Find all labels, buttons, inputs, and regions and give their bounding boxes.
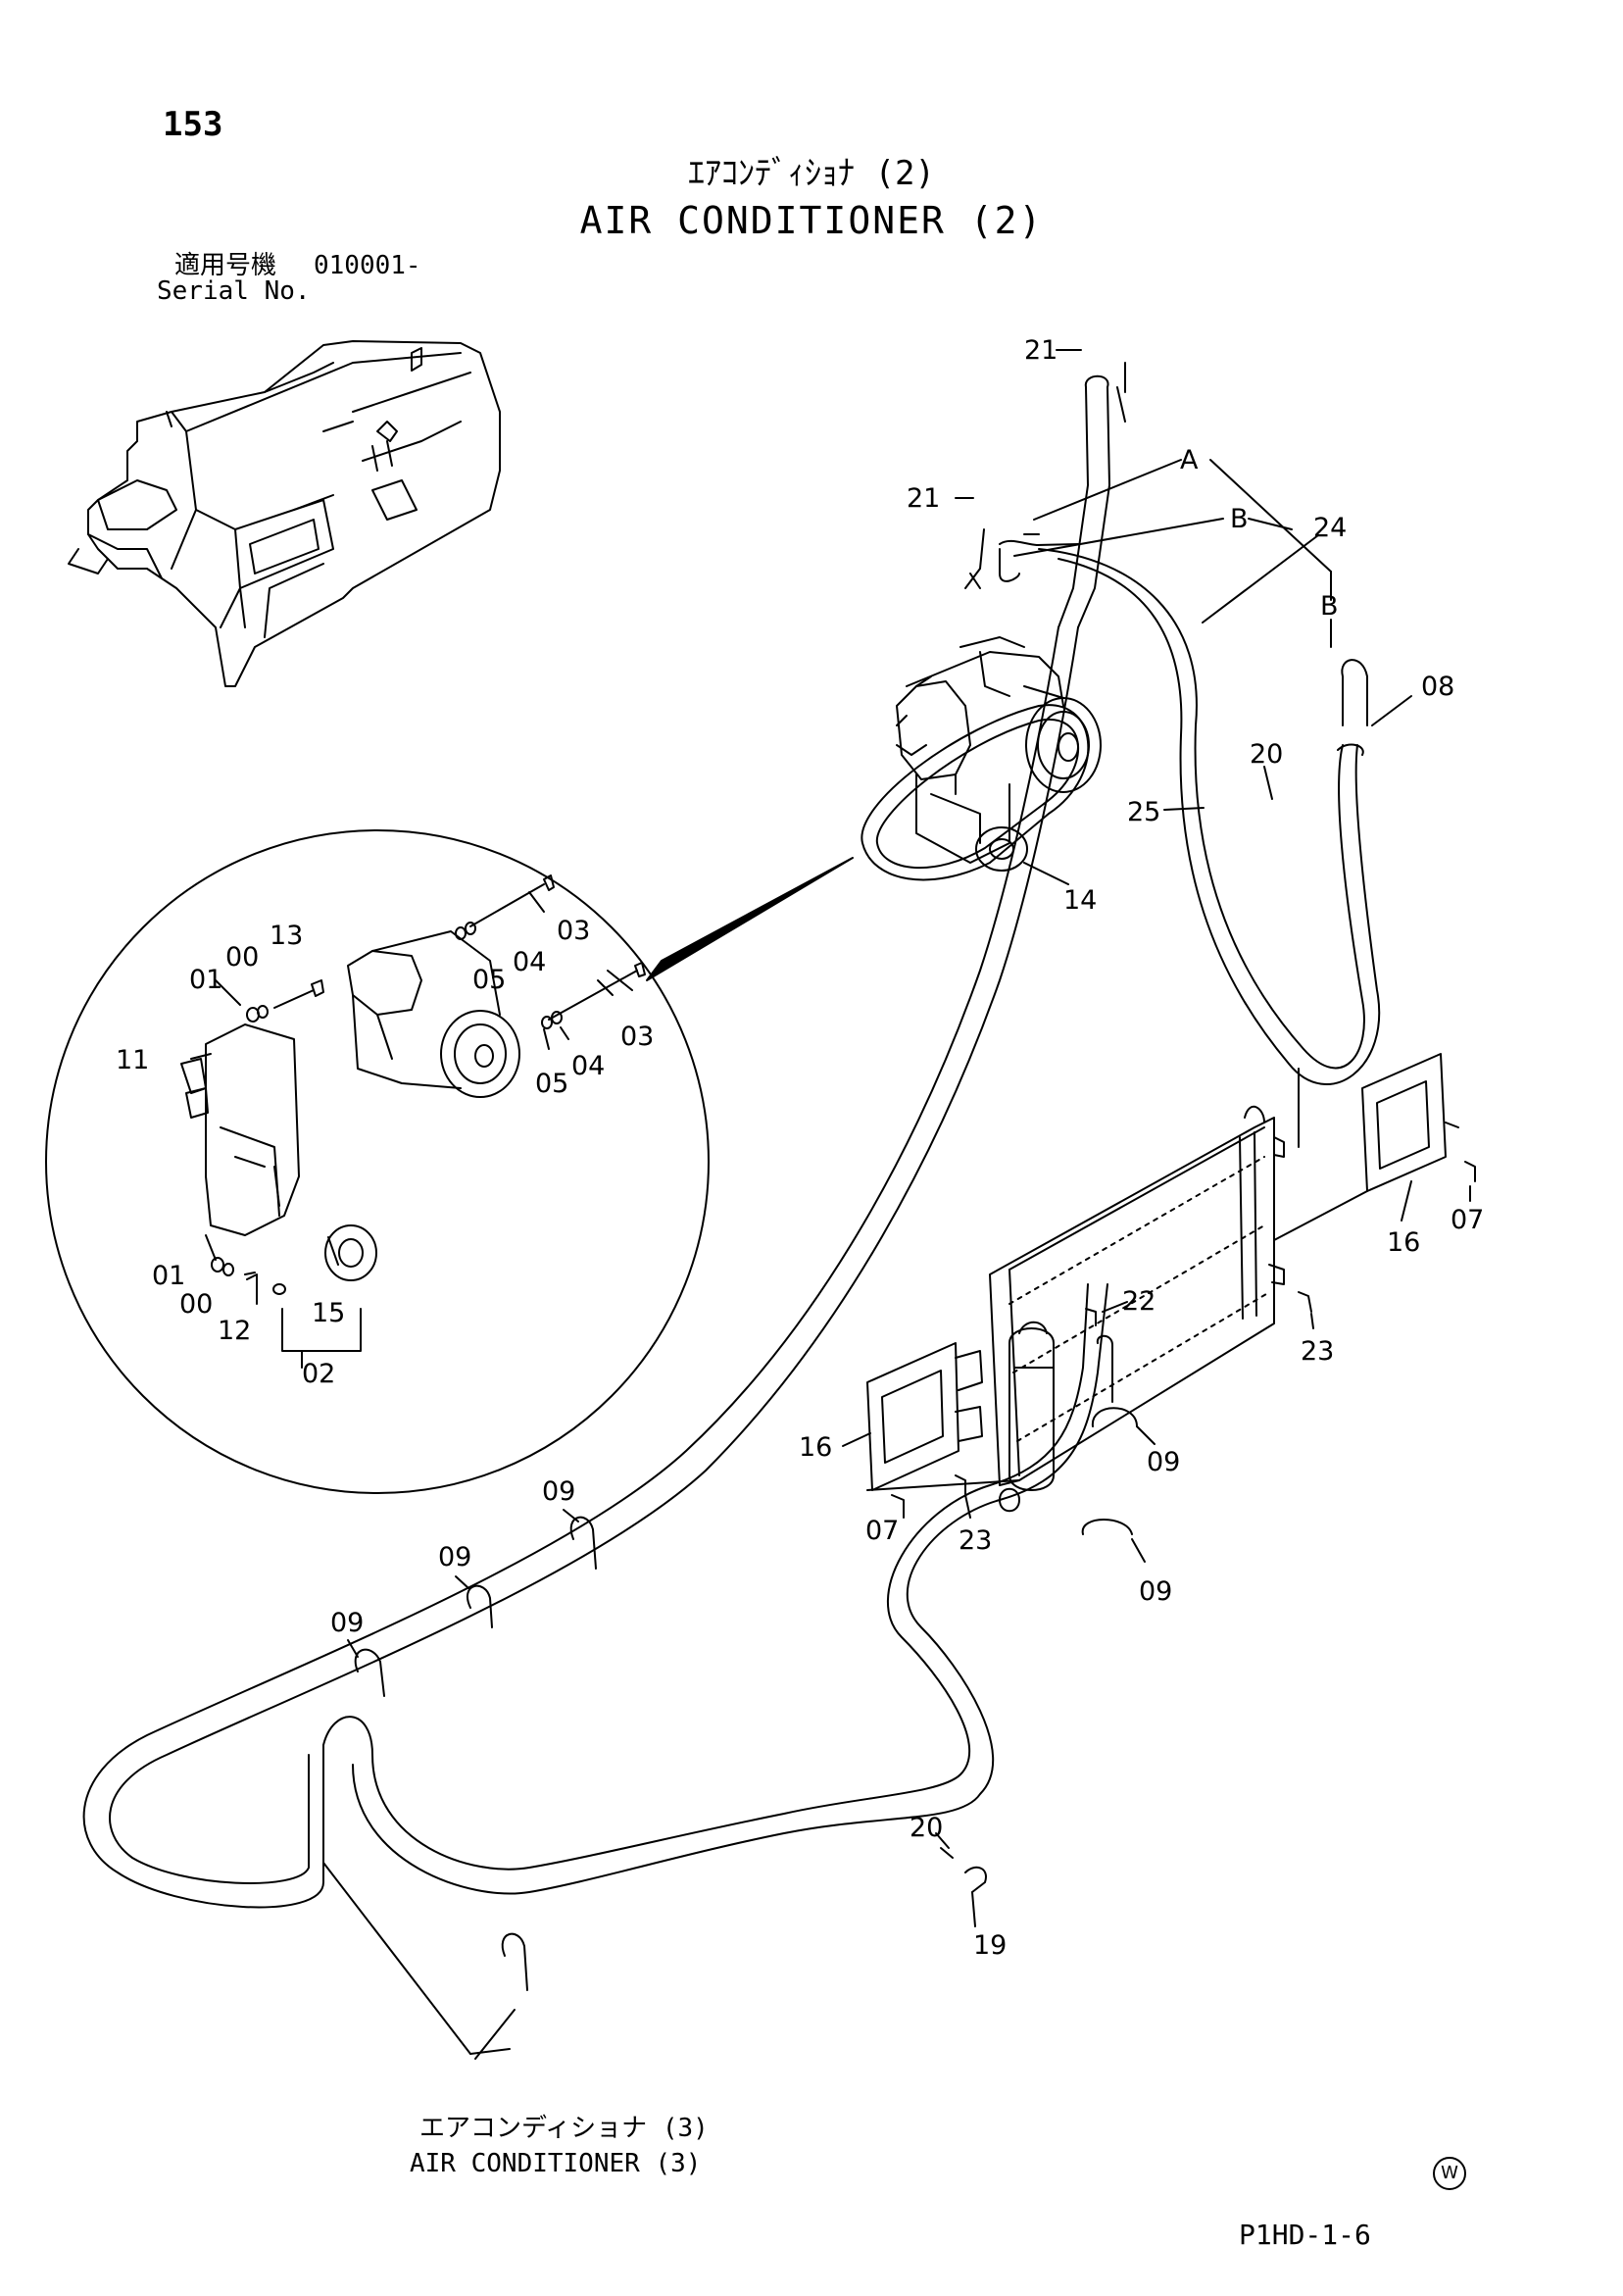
callout-23: 23 [1301, 1336, 1334, 1367]
discharge-pipe [964, 528, 1079, 589]
callout-09: 09 [542, 1476, 575, 1507]
callout-21: 21 [1024, 335, 1057, 366]
callout-03: 03 [557, 916, 590, 946]
serial-label: Serial No. [157, 276, 311, 306]
callout-04: 04 [571, 1051, 605, 1081]
callout-01: 01 [152, 1261, 185, 1291]
callout-25: 25 [1127, 797, 1160, 827]
reference-label-japanese: エアコンディショナ (3) [419, 2114, 709, 2143]
callout-02: 02 [302, 1359, 335, 1389]
machine-overview-illustration [68, 340, 501, 687]
callout-05: 05 [535, 1069, 568, 1099]
callout-07: 07 [1451, 1205, 1484, 1235]
callout-09: 09 [330, 1608, 364, 1638]
page-number: 153 [163, 105, 223, 144]
callout-14: 14 [1063, 885, 1097, 916]
callout-12: 12 [218, 1316, 251, 1346]
refrigerant-hose-lower [82, 626, 1108, 1909]
serial-number-value: 010001- [314, 251, 421, 280]
callout-09: 09 [438, 1542, 471, 1572]
callout-16: 16 [1387, 1227, 1420, 1258]
reference-label: AIR CONDITIONER (3) [410, 2149, 702, 2178]
page-title: AIR CONDITIONER (2) [579, 199, 1044, 242]
callout-A: A [1180, 445, 1199, 475]
callout-00: 00 [225, 942, 259, 973]
callout-labels: 21 21 A B 24 B 08 20 25 14 13 00 01 03 0… [116, 335, 1484, 1961]
callout-05: 05 [472, 965, 506, 995]
hose-clamps [354, 1407, 1138, 1991]
page-title-japanese: ｴｱｺﾝﾃﾞｨｼｮﾅ (2) [688, 154, 935, 193]
hose-24 [1038, 548, 1380, 1148]
callout-15: 15 [312, 1298, 345, 1328]
callout-09: 09 [1139, 1576, 1172, 1607]
callout-00: 00 [179, 1289, 213, 1320]
callout-B: B [1320, 591, 1339, 622]
drawing-code: P1HD-1-6 [1239, 2219, 1371, 2251]
callout-08: 08 [1421, 672, 1454, 702]
serial-label-japanese: 適用号機 [174, 251, 277, 280]
compressor-assembly [861, 636, 1102, 881]
callout-13: 13 [270, 921, 303, 951]
callout-20: 20 [1250, 739, 1283, 770]
callout-24: 24 [1313, 513, 1347, 543]
callout-03: 03 [620, 1022, 654, 1052]
callout-B: B [1230, 504, 1249, 534]
detail-circle [45, 829, 854, 1494]
callout-19: 19 [973, 1930, 1007, 1961]
callout-23: 23 [959, 1525, 992, 1556]
condenser-assembly [866, 1053, 1476, 1516]
callout-20: 20 [910, 1813, 943, 1843]
leader-lines [205, 349, 1471, 2060]
callout-01: 01 [189, 965, 222, 995]
watermark-w-symbol: W [1433, 2157, 1466, 2190]
callout-07: 07 [865, 1516, 899, 1546]
callout-11: 11 [116, 1045, 149, 1075]
callout-16: 16 [799, 1432, 832, 1463]
callout-21: 21 [907, 483, 940, 514]
suction-pipe [1057, 362, 1126, 628]
callout-22: 22 [1122, 1286, 1156, 1317]
callout-09: 09 [1147, 1447, 1180, 1477]
callout-04: 04 [513, 947, 546, 977]
